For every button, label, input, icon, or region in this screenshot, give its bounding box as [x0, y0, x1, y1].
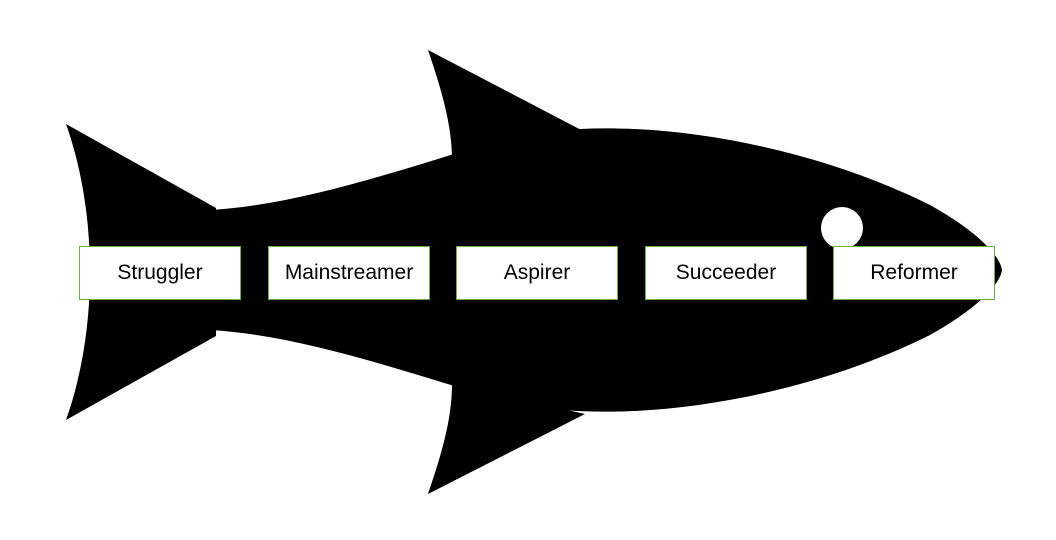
stage-label: Aspirer — [503, 261, 571, 284]
stage-label: Mainstreamer — [284, 261, 414, 284]
stage-box-struggler: Struggler — [79, 246, 241, 300]
stage-box-succeeder: Succeeder — [645, 246, 807, 300]
stage-label: Reformer — [870, 261, 958, 284]
stage-box-reformer: Reformer — [833, 246, 995, 300]
stage-label: Struggler — [117, 261, 203, 284]
stage-label: Succeeder — [675, 261, 777, 284]
stage-box-aspirer: Aspirer — [456, 246, 618, 300]
stage-box-mainstreamer: Mainstreamer — [268, 246, 430, 300]
fish-eye — [821, 207, 863, 249]
dorsal-fin-bottom — [428, 384, 585, 494]
